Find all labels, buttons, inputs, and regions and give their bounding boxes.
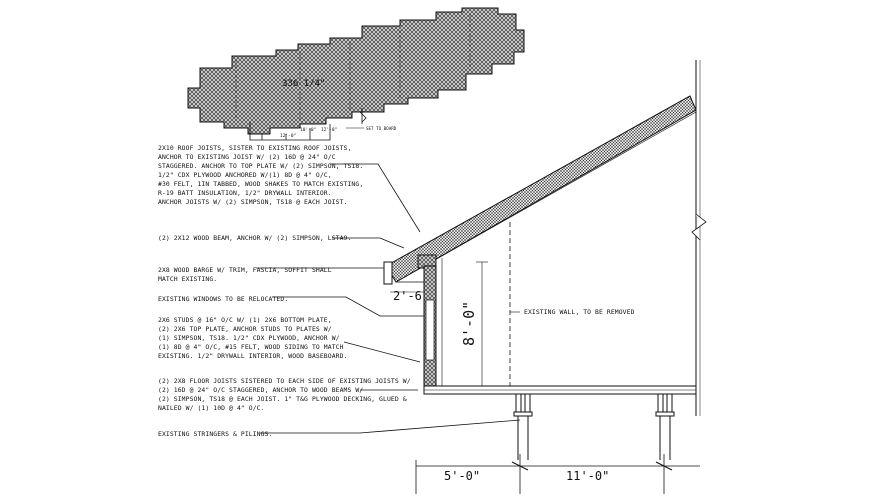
floor-plan: 336 1/4" 12'-0" 10'-0" 12'-0" SET TO BOA… <box>187 7 525 141</box>
note-floor: (2) 2X8 FLOOR JOISTS SISTERED TO EACH SI… <box>158 377 415 412</box>
existing-wall-note: EXISTING WALL, TO BE REMOVED <box>524 308 635 316</box>
note-stringers: EXISTING STRINGERS & PILINGS. <box>158 430 272 438</box>
plan-dim-2: 10'-0" <box>300 127 316 133</box>
note-windows: EXISTING WINDOWS TO BE RELOCATED. <box>158 295 288 303</box>
note-barge: 2X8 WOOD BARGE W/ TRIM, FASCIA, SOFFIT S… <box>158 266 336 283</box>
height-dimension: 8'-0" <box>460 301 478 346</box>
note-roof: 2X10 ROOF JOISTS, SISTER TO EXISTING ROO… <box>158 144 367 206</box>
plan-dim-1: 12'-0" <box>280 133 296 139</box>
overhang-dimension: 2'-6 <box>393 289 422 303</box>
notes-block: 2X10 ROOF JOISTS, SISTER TO EXISTING ROO… <box>158 144 415 438</box>
building-section: 2'-6 8'-0" EXISTING WALL, TO BE REMOVED <box>383 60 707 494</box>
plan-dim-3: 12'-0" <box>321 127 337 133</box>
dimension-right: 11'-0" <box>566 469 609 483</box>
leader-lines <box>256 163 521 434</box>
plan-detail-label: SET TO BOARD <box>366 126 397 131</box>
roof-slab <box>385 95 697 283</box>
plan-room-label: 336 1/4" <box>282 79 325 89</box>
dimension-left: 5'-0" <box>444 469 480 483</box>
plan-outline <box>187 7 525 135</box>
note-beam: (2) 2X12 WOOD BEAM, ANCHOR W/ (2) SIMPSO… <box>158 234 351 242</box>
pilings <box>513 393 675 460</box>
note-studs: 2X6 STUDS @ 16" O/C W/ (1) 2X6 BOTTOM PL… <box>158 316 348 360</box>
